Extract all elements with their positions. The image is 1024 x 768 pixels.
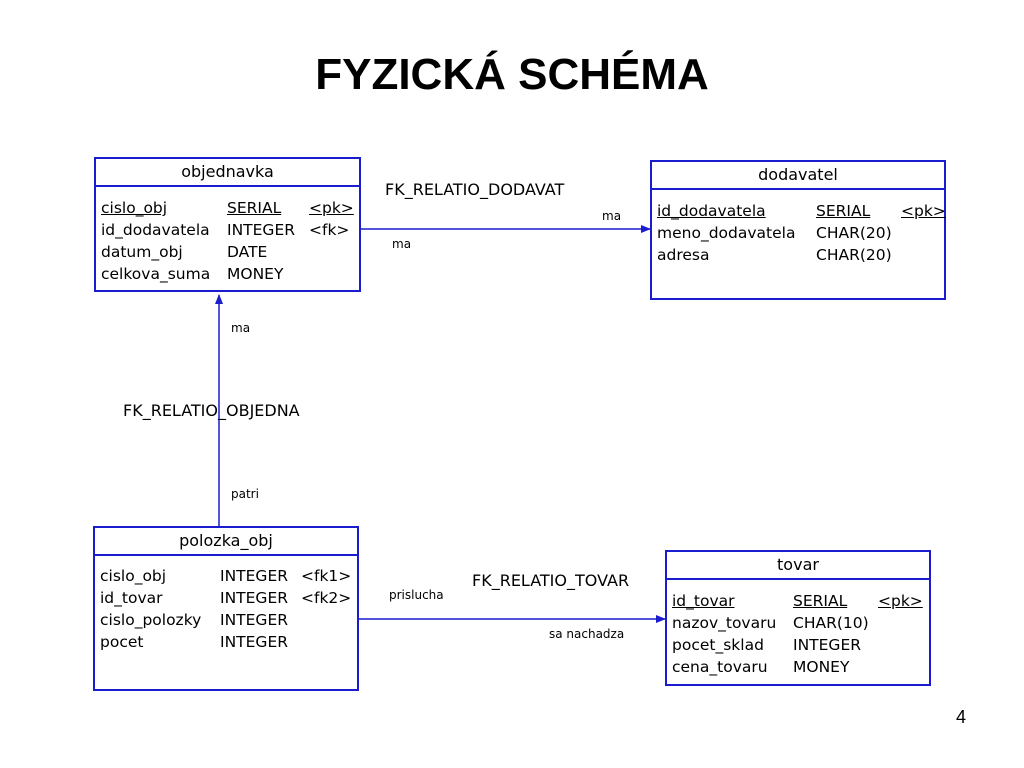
attribute-row: pocet_sklad INTEGER (667, 634, 929, 656)
entity-name: objednavka (96, 159, 359, 187)
attribute-type: INTEGER (227, 221, 296, 239)
attribute-row: cislo_polozky INTEGER (95, 609, 357, 631)
attribute-name: celkova_suma (101, 265, 211, 283)
attribute-key: <pk> (878, 592, 923, 610)
attribute-key: <pk> (309, 199, 354, 217)
attribute-type: SERIAL (227, 199, 282, 217)
attribute-type: INTEGER (793, 636, 862, 654)
attribute-type: INTEGER (220, 567, 289, 585)
attribute-type: MONEY (227, 265, 284, 283)
page-number: 4 (955, 707, 966, 727)
page-title: FYZICKÁ SCHÉMA (315, 50, 709, 99)
relationship-role-label: ma (392, 237, 412, 251)
relationship-role-label: patri (231, 487, 259, 501)
attribute-row: id_dodavatela SERIAL <pk> (652, 200, 946, 222)
entity-objednavka[interactable]: objednavka cislo_obj SERIAL <pk> id_doda… (94, 157, 361, 292)
attribute-type: INTEGER (220, 633, 289, 651)
attribute-name: cislo_obj (100, 567, 167, 585)
relationship-name-objedna: FK_RELATIO_OBJEDNA (123, 401, 300, 420)
attribute-type: INTEGER (220, 611, 289, 629)
attribute-name: cislo_polozky (100, 611, 202, 629)
attribute-row: cislo_obj INTEGER <fk1> (95, 565, 357, 587)
attribute-name: id_tovar (672, 592, 735, 610)
attribute-row: cislo_obj SERIAL <pk> (96, 197, 359, 219)
attribute-row: pocet INTEGER (95, 631, 357, 653)
attribute-row: cena_tovaru MONEY (667, 656, 929, 678)
entity-name: polozka_obj (95, 528, 357, 556)
attribute-type: INTEGER (220, 589, 289, 607)
attribute-key: <fk1> (301, 567, 352, 585)
relationship-role-label: prislucha (389, 588, 444, 602)
attribute-type: DATE (227, 243, 268, 261)
attribute-type: CHAR(10) (793, 614, 869, 632)
attribute-row: id_tovar SERIAL <pk> (667, 590, 929, 612)
entity-name: dodavatel (652, 162, 944, 190)
entity-name: tovar (667, 552, 929, 580)
attribute-key: <fk> (309, 221, 350, 239)
attribute-type: SERIAL (816, 202, 871, 220)
attribute-type: CHAR(20) (816, 224, 892, 242)
relationship-name-dodavat: FK_RELATIO_DODAVAT (385, 180, 565, 199)
attribute-key: <pk> (901, 202, 946, 220)
attribute-row: meno_dodavatela CHAR(20) (652, 222, 944, 244)
attribute-row: nazov_tovaru CHAR(10) (667, 612, 929, 634)
attribute-name: pocet (100, 633, 144, 651)
attribute-row: adresa CHAR(20) (652, 244, 944, 266)
attribute-name: datum_obj (101, 243, 183, 261)
attribute-name: pocet_sklad (672, 636, 764, 654)
relationship-role-label: sa nachadza (549, 627, 625, 641)
attribute-type: SERIAL (793, 592, 848, 610)
attribute-type: MONEY (793, 658, 850, 676)
attribute-name: nazov_tovaru (672, 614, 777, 632)
relationship-role-label: ma (602, 209, 622, 223)
entity-dodavatel[interactable]: dodavatel id_dodavatela SERIAL <pk> meno… (650, 160, 946, 300)
attribute-name: id_dodavatela (101, 221, 210, 239)
attribute-name: cena_tovaru (672, 658, 768, 676)
attribute-row: id_dodavatela INTEGER <fk> (96, 219, 359, 241)
attribute-name: cislo_obj (101, 199, 168, 217)
attribute-name: adresa (657, 246, 710, 264)
entity-tovar[interactable]: tovar id_tovar SERIAL <pk> nazov_tovaru … (665, 550, 931, 686)
attribute-name: id_dodavatela (657, 202, 766, 220)
attribute-name: meno_dodavatela (657, 224, 796, 242)
attribute-key: <fk2> (301, 589, 352, 607)
attribute-row: celkova_suma MONEY (96, 263, 359, 285)
attribute-row: id_tovar INTEGER <fk2> (95, 587, 357, 609)
relationship-name-tovar: FK_RELATIO_TOVAR (472, 571, 630, 590)
attribute-row: datum_obj DATE (96, 241, 359, 263)
attribute-type: CHAR(20) (816, 246, 892, 264)
relationship-role-label: ma (231, 321, 251, 335)
attribute-name: id_tovar (100, 589, 163, 607)
entity-polozka-obj[interactable]: polozka_obj cislo_obj INTEGER <fk1> id_t… (93, 526, 359, 691)
